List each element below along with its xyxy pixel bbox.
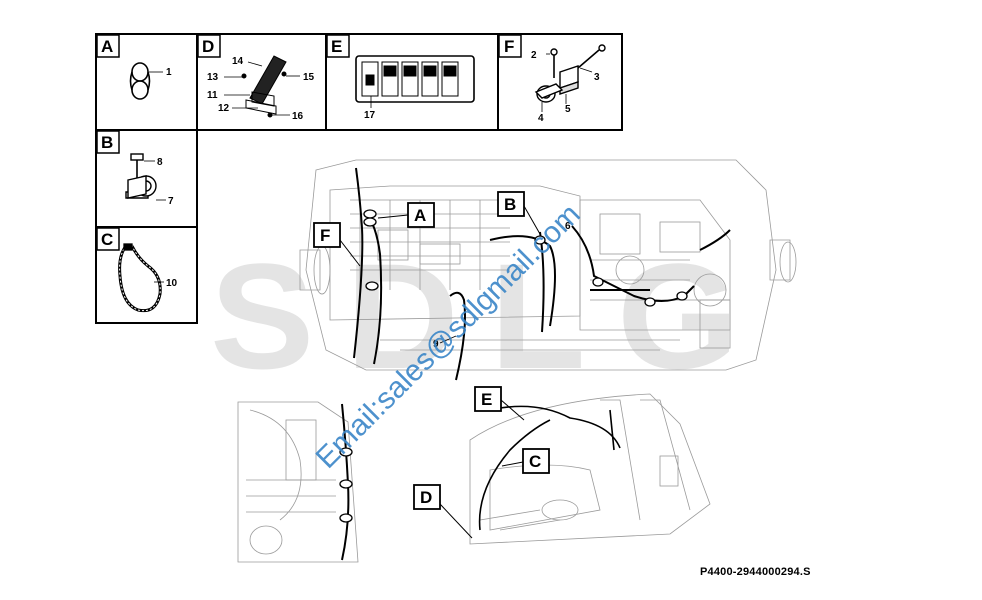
lower-left-view <box>237 401 359 563</box>
box-e-letter: E <box>331 37 342 56</box>
harness-wires <box>353 167 731 381</box>
part-7-label: 7 <box>168 196 174 207</box>
part-2-label: 2 <box>531 50 537 61</box>
box-b-letter: B <box>101 133 113 152</box>
cable-tie-icon <box>118 243 164 313</box>
switch-panel-icon <box>355 55 475 108</box>
part-11-label: 11 <box>207 90 218 101</box>
part-12-label: 12 <box>218 103 230 114</box>
bracket-clamp-icon <box>534 44 606 112</box>
part-3-label: 3 <box>594 72 600 83</box>
part-13-label: 13 <box>207 72 219 83</box>
box-c-letter: C <box>101 230 113 249</box>
lower-left-clips <box>339 447 353 523</box>
pedal-assembly-icon <box>224 55 300 118</box>
callout-c-letter: C <box>529 452 541 471</box>
callout-e-letter: E <box>481 390 492 409</box>
part-6-label: 6 <box>565 221 571 232</box>
detail-grid <box>95 33 623 324</box>
callout-f-letter: F <box>320 226 330 245</box>
callout-a-letter: A <box>414 206 426 225</box>
harness-clips <box>363 209 688 307</box>
box-f-letter: F <box>504 37 514 56</box>
part-9-label: 9 <box>433 339 439 350</box>
cab-wires <box>478 405 621 531</box>
callout-b-letter: B <box>504 195 516 214</box>
part-1-label: 1 <box>166 67 172 78</box>
part-17-label: 17 <box>364 110 376 121</box>
callout-d-letter: D <box>420 488 432 507</box>
engine-view <box>299 159 797 371</box>
part-8-label: 8 <box>157 157 163 168</box>
detail-tabs: A D E F B C <box>96 34 522 251</box>
part-4-label: 4 <box>538 113 544 124</box>
engine-callouts: A B F 6 9 <box>313 191 571 350</box>
clamp-ring-icon <box>129 62 163 100</box>
part-15-label: 15 <box>303 72 315 83</box>
part-14-label: 14 <box>232 56 244 67</box>
part-10-label: 10 <box>166 278 178 289</box>
part-5-label: 5 <box>565 104 571 115</box>
cab-callouts: E C D <box>413 386 550 539</box>
document-code: P4400-2944000294.S <box>700 566 811 578</box>
screw-clip-icon <box>125 153 166 201</box>
part-16-label: 16 <box>292 111 304 122</box>
box-d-letter: D <box>202 37 214 56</box>
box-a-letter: A <box>101 37 113 56</box>
cab-view <box>469 393 711 545</box>
